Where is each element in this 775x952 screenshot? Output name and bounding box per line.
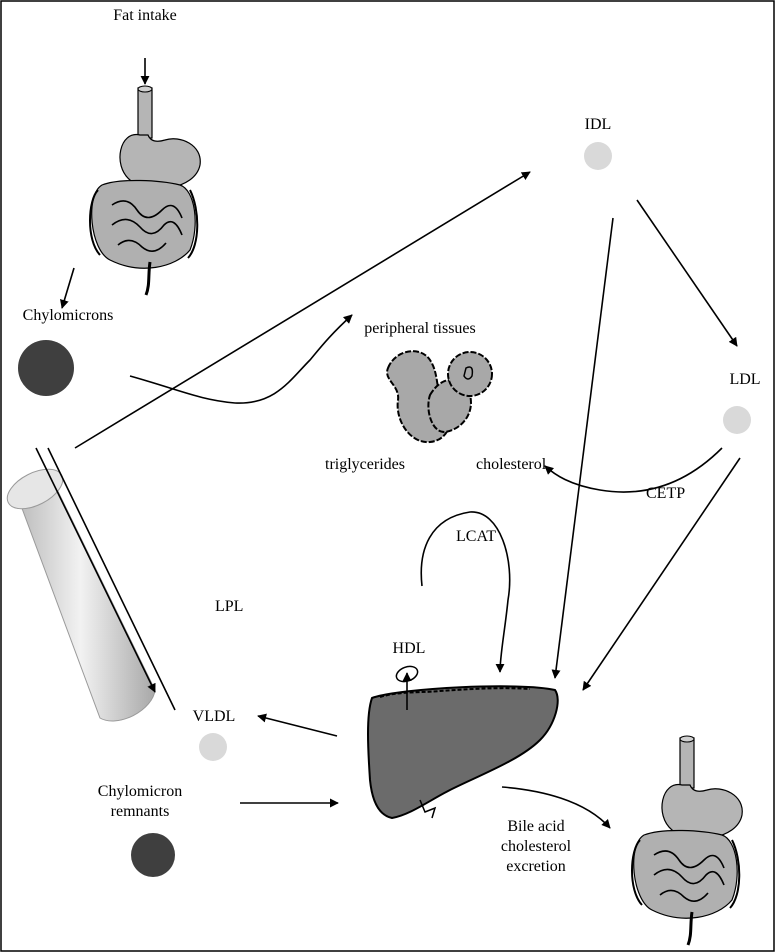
liver-to-vldl-arrow [258, 716, 337, 736]
cetp-label: CETP [646, 485, 685, 503]
vldl-label: VLDL [193, 708, 236, 726]
cetp-arrow [545, 448, 722, 492]
bile-excretion-line-2: cholesterol [476, 837, 596, 857]
idl-to-liver-arrow [555, 218, 613, 678]
hdl-label: HDL [393, 640, 426, 658]
chylomicrons-label: Chylomicrons [23, 307, 114, 325]
bile-excretion-line-3: excretion [476, 857, 596, 877]
idl-particle-icon [584, 142, 612, 170]
idl-to-ldl-arrow [637, 200, 737, 346]
peripheral-tissues-label: peripheral tissues [364, 320, 476, 338]
peripheral-tissue-icon [387, 351, 492, 442]
bile-excretion-line-1: Bile acid [476, 817, 596, 837]
chylomicron-remnants-line-2: remnants [70, 802, 210, 822]
cholesterol-label: cholesterol [476, 456, 546, 474]
blood-vessel-icon [1, 461, 155, 721]
ldl-label: LDL [729, 371, 760, 389]
gut-to-chylomicrons-arrow [62, 268, 74, 308]
lcat-label: LCAT [456, 528, 496, 546]
triglycerides-label: triglycerides [325, 456, 405, 474]
lpl-label: LPL [215, 598, 243, 616]
chylomicron-particle-icon [18, 340, 74, 396]
digestive-tract-bottom-icon [632, 736, 742, 945]
lpl-arrow [130, 315, 352, 403]
digestive-tract-icon [90, 86, 200, 295]
fat-intake-label: Fat intake [113, 7, 177, 25]
bile-excretion-label: Bile acid cholesterol excretion [476, 817, 596, 877]
vldl-particle-icon [199, 733, 227, 761]
chylomicron-remnants-line-1: Chylomicron [70, 782, 210, 802]
chylomicron-remnants-label: Chylomicron remnants [70, 782, 210, 822]
chylomicron-remnant-particle-icon [131, 833, 175, 877]
liver-icon [368, 686, 558, 818]
ldl-particle-icon [723, 406, 751, 434]
idl-label: IDL [585, 116, 612, 134]
